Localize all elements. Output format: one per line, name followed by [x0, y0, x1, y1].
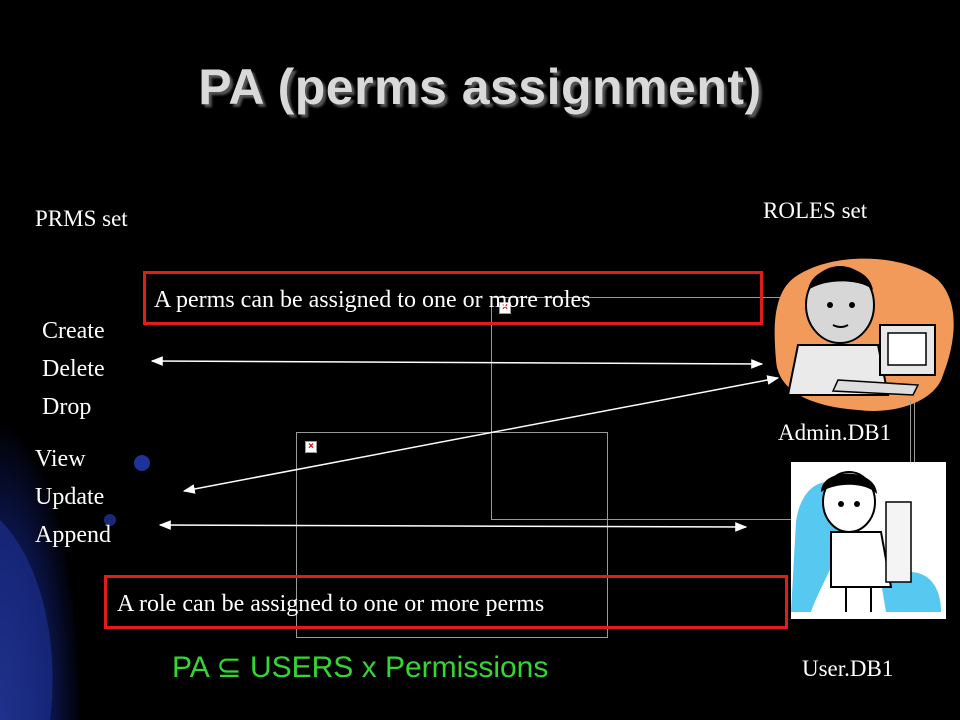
perm-item: Create — [42, 318, 105, 344]
perm-item: Append — [35, 522, 111, 548]
perms-to-roles-box: A perms can be assigned to one or more r… — [143, 271, 763, 325]
arrow-admin-update — [182, 375, 780, 494]
arrow-group1-admin — [150, 356, 764, 369]
perms-to-roles-text: A perms can be assigned to one or more r… — [154, 287, 591, 313]
perm-item: View — [35, 446, 86, 472]
roles-to-perms-box: A role can be assigned to one or more pe… — [104, 575, 788, 629]
page-title: PA (perms assignment) — [198, 59, 762, 115]
role-admin-label: Admin.DB1 — [778, 420, 892, 445]
prms-set-label: PRMS set — [35, 206, 128, 231]
roles-set-label: ROLES set — [763, 198, 868, 223]
perm-item: Delete — [42, 356, 105, 382]
role-user-label: User.DB1 — [802, 656, 894, 681]
perms-group-1: Create Delete Drop — [42, 312, 105, 426]
user-person-icon — [791, 471, 941, 612]
admin-user-icon — [774, 258, 954, 411]
perm-item: Update — [35, 484, 105, 510]
roles-to-perms-text: A role can be assigned to one or more pe… — [117, 591, 545, 617]
pa-formula: PA ⊆ USERS x Permissions — [172, 651, 549, 684]
arrow-group2-user — [158, 520, 748, 532]
perm-item: Drop — [42, 394, 92, 420]
user-clipart-frame — [791, 462, 946, 619]
role-connector — [910, 400, 911, 470]
perms-group-2: View Update Append — [35, 440, 111, 554]
broken-image-icon: × — [499, 302, 511, 314]
